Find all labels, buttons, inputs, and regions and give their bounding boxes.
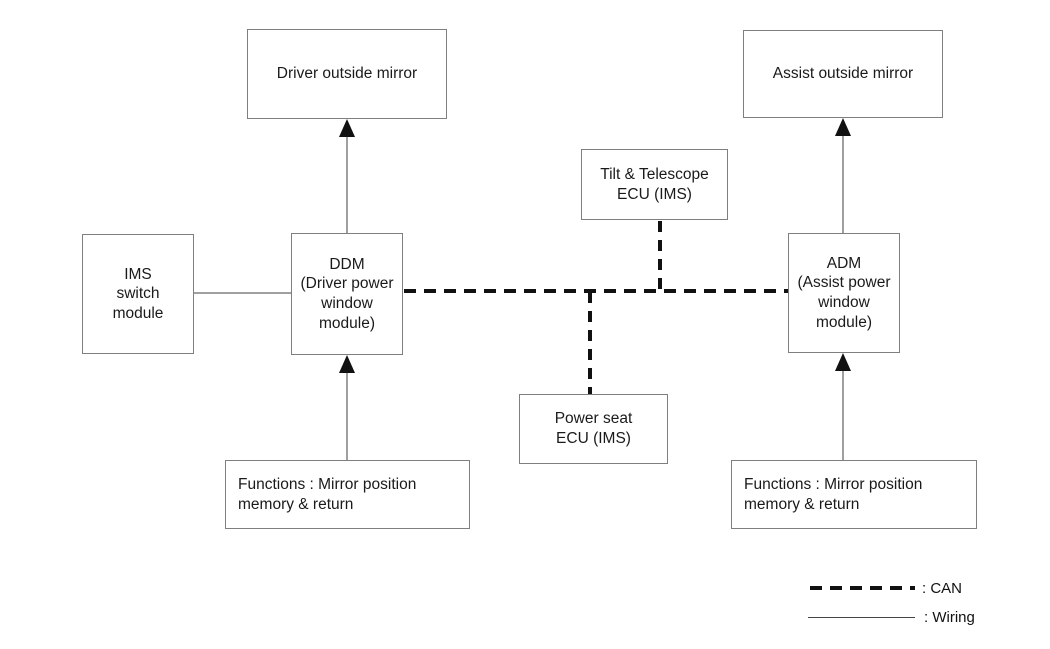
node-ddm-label: DDM (Driver power window module) bbox=[300, 255, 394, 332]
arrowhead-adm-to-assist-mirror bbox=[835, 118, 851, 136]
legend-wiring-row: : Wiring bbox=[808, 607, 975, 627]
node-functions-driver-label: Functions : Mirror position memory & ret… bbox=[238, 475, 417, 513]
legend-wiring-label: : Wiring bbox=[924, 608, 975, 626]
node-assist-outside-mirror: Assist outside mirror bbox=[743, 30, 943, 118]
node-functions-assist-label: Functions : Mirror position memory & ret… bbox=[744, 475, 923, 513]
node-assist-outside-mirror-label: Assist outside mirror bbox=[772, 65, 914, 83]
arrowhead-functions-to-ddm bbox=[339, 355, 355, 373]
node-ims-switch-module: IMS switch module bbox=[82, 234, 194, 354]
node-ims-switch-module-label: IMS switch module bbox=[112, 265, 164, 322]
legend-can-row: : CAN bbox=[810, 578, 962, 598]
arrowhead-functions-to-adm bbox=[835, 353, 851, 371]
node-power-seat-ecu-label: Power seat ECU (IMS) bbox=[554, 410, 633, 447]
node-driver-outside-mirror: Driver outside mirror bbox=[247, 29, 447, 119]
node-tilt-telescope-ecu-label: Tilt & Telescope ECU (IMS) bbox=[600, 165, 709, 203]
node-ddm: DDM (Driver power window module) bbox=[291, 233, 403, 355]
legend-wiring-line-sample bbox=[808, 616, 915, 618]
node-driver-outside-mirror-label: Driver outside mirror bbox=[276, 65, 418, 83]
node-functions-assist: Functions : Mirror position memory & ret… bbox=[731, 460, 977, 529]
node-adm: ADM (Assist power window module) bbox=[788, 233, 900, 353]
node-power-seat-ecu: Power seat ECU (IMS) bbox=[519, 394, 668, 464]
arrowhead-ddm-to-driver-mirror bbox=[339, 119, 355, 137]
node-adm-label: ADM (Assist power window module) bbox=[797, 254, 891, 331]
legend-can-label: : CAN bbox=[922, 579, 963, 597]
legend-can-line-sample bbox=[810, 586, 915, 590]
node-tilt-telescope-ecu: Tilt & Telescope ECU (IMS) bbox=[581, 149, 728, 220]
node-functions-driver: Functions : Mirror position memory & ret… bbox=[225, 460, 470, 529]
